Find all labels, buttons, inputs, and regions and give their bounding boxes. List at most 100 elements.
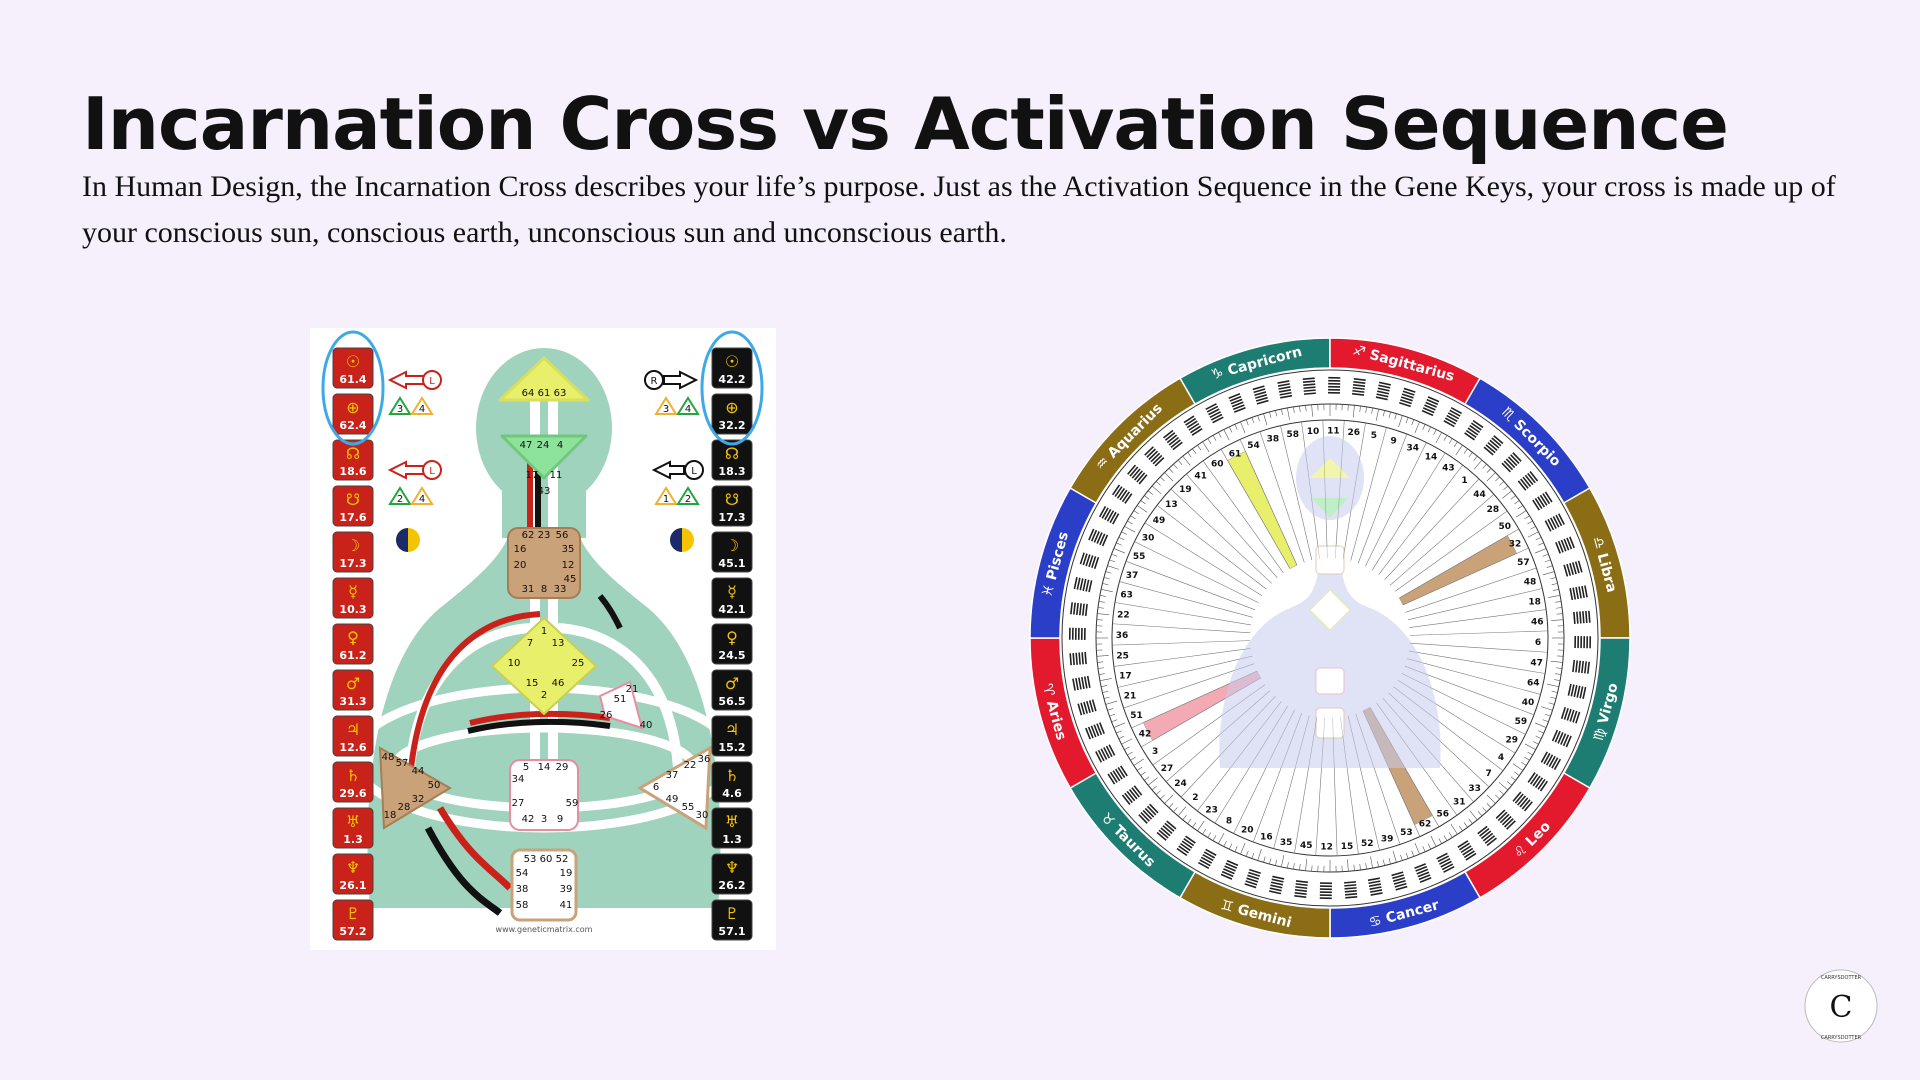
wheel-gate-number: 63 bbox=[1120, 591, 1133, 601]
logo-ring-text: CARRYSDOTTER bbox=[1821, 1035, 1862, 1041]
gate-label: 62 bbox=[522, 530, 535, 541]
variable-letter: R bbox=[651, 376, 658, 387]
page-subtitle: In Human Design, the Incarnation Cross d… bbox=[82, 164, 1842, 256]
gate-label: 54 bbox=[516, 868, 529, 879]
design-planet-box: ♃12.6 bbox=[333, 716, 373, 756]
gate-label: 41 bbox=[560, 900, 573, 911]
moon-icon bbox=[396, 528, 420, 552]
personality-planet-box: ♀24.5 bbox=[712, 624, 752, 664]
gate-label: 47 bbox=[520, 440, 533, 451]
variable-letter: L bbox=[691, 466, 697, 477]
gate-label: 50 bbox=[428, 780, 441, 791]
wheel-gate-number: 2 bbox=[1192, 793, 1198, 803]
planet-value: 42.1 bbox=[718, 603, 745, 616]
gate-label: 61 bbox=[538, 388, 551, 399]
wheel-gate-number: 42 bbox=[1139, 730, 1152, 740]
personality-planet-box: ☉42.2 bbox=[712, 348, 752, 388]
planet-symbol: ♂ bbox=[725, 674, 739, 693]
variable-number: 2 bbox=[397, 494, 403, 505]
gate-label: 6 bbox=[653, 782, 659, 793]
wheel-gate-number: 52 bbox=[1361, 839, 1374, 849]
wheel-gate-number: 10 bbox=[1307, 427, 1320, 437]
wheel-gate-number: 21 bbox=[1124, 692, 1137, 702]
gate-label: 51 bbox=[614, 694, 627, 705]
planet-value: 4.6 bbox=[722, 787, 742, 800]
gate-label: 15 bbox=[526, 678, 539, 689]
gate-label: 1 bbox=[541, 626, 547, 637]
gate-label: 2 bbox=[541, 690, 547, 701]
gate-label: 38 bbox=[516, 884, 529, 895]
personality-planet-box: ☊18.3 bbox=[712, 440, 752, 480]
bodygraph-chart: 64 61 63 47 24 4 17 11 43 62 23 56 16 35… bbox=[310, 328, 776, 950]
variable-number: 4 bbox=[419, 404, 425, 415]
planet-value: 18.3 bbox=[718, 465, 745, 478]
planet-symbol: ☽ bbox=[725, 536, 739, 555]
planet-value: 45.1 bbox=[718, 557, 745, 570]
planet-symbol: ♄ bbox=[346, 766, 360, 785]
planet-value: 26.1 bbox=[339, 879, 366, 892]
wheel-gate-number: 6 bbox=[1535, 638, 1541, 648]
variable-number: 3 bbox=[663, 404, 669, 415]
gate-label: 39 bbox=[560, 884, 573, 895]
wheel-gate-number: 51 bbox=[1130, 711, 1143, 721]
wheel-gate-number: 5 bbox=[1371, 431, 1377, 441]
wheel-gate-number: 60 bbox=[1211, 460, 1224, 470]
wheel-gate-number: 27 bbox=[1161, 764, 1174, 774]
wheel-gate-number: 15 bbox=[1341, 842, 1354, 852]
wheel-gate-number: 16 bbox=[1260, 833, 1273, 843]
gate-label: 26 bbox=[600, 710, 613, 721]
design-planet-box: ☿10.3 bbox=[333, 578, 373, 618]
wheel-gate-number: 49 bbox=[1153, 516, 1166, 526]
wheel-gate-number: 35 bbox=[1280, 838, 1293, 848]
wheel-gate-number: 44 bbox=[1473, 490, 1486, 500]
planet-symbol: ☋ bbox=[346, 490, 360, 509]
design-planet-box: ☽17.3 bbox=[333, 532, 373, 572]
wheel-gate-number: 59 bbox=[1515, 717, 1528, 727]
page-title: Incarnation Cross vs Activation Sequence bbox=[82, 82, 1728, 166]
gate-label: 55 bbox=[682, 802, 695, 813]
gate-label: 63 bbox=[554, 388, 567, 399]
variable-number: 3 bbox=[397, 404, 403, 415]
personality-planet-box: ♂ 56.5 bbox=[712, 670, 752, 710]
wheel-gate-number: 3 bbox=[1152, 747, 1158, 757]
gate-label: 60 bbox=[540, 854, 553, 865]
planet-symbol: ♄ bbox=[725, 766, 739, 785]
planet-symbol: ☉ bbox=[346, 352, 360, 371]
planet-symbol: ♅ bbox=[346, 812, 360, 831]
gate-label: 33 bbox=[554, 584, 567, 595]
gate-label: 24 bbox=[537, 440, 550, 451]
gate-label: 20 bbox=[514, 560, 527, 571]
gate-label: 3 bbox=[541, 814, 547, 825]
gate-label: 16 bbox=[514, 544, 527, 555]
planet-value: 57.2 bbox=[339, 925, 366, 938]
wheel-gate-number: 58 bbox=[1286, 430, 1299, 440]
wheel-gate-number: 43 bbox=[1442, 463, 1455, 473]
planet-value: 31.3 bbox=[339, 695, 366, 708]
moon-icon bbox=[670, 528, 694, 552]
wheel-gate-number: 29 bbox=[1506, 736, 1519, 746]
personality-planet-box: ♅1.3 bbox=[712, 808, 752, 848]
design-planet-box: ♇57.2 bbox=[333, 900, 373, 940]
design-planet-box: ☋17.6 bbox=[333, 486, 373, 526]
planet-value: 61.2 bbox=[339, 649, 366, 662]
gate-label: 12 bbox=[562, 560, 575, 571]
design-planet-box: ☉61.4 bbox=[333, 348, 373, 388]
gate-label: 53 bbox=[524, 854, 537, 865]
design-planet-box: ♀61.2 bbox=[333, 624, 373, 664]
planet-value: 32.2 bbox=[718, 419, 745, 432]
wheel-gate-number: 22 bbox=[1117, 611, 1130, 621]
gate-label: 14 bbox=[538, 762, 551, 773]
wheel-gate-number: 38 bbox=[1267, 434, 1280, 444]
planet-value: 42.2 bbox=[718, 373, 745, 386]
wheel-gate-number: 13 bbox=[1165, 500, 1178, 510]
personality-planet-box: ⊕32.2 bbox=[712, 394, 752, 434]
gate-label: 64 bbox=[522, 388, 535, 399]
planet-value: 62.4 bbox=[339, 419, 366, 432]
planet-symbol: ♇ bbox=[725, 904, 739, 923]
gate-label: 25 bbox=[572, 658, 585, 669]
personality-planet-box: ♃15.2 bbox=[712, 716, 752, 756]
gate-label: 52 bbox=[556, 854, 569, 865]
gate-label: 44 bbox=[412, 766, 425, 777]
planet-value: 56.5 bbox=[718, 695, 745, 708]
logo-letter: C bbox=[1830, 990, 1853, 1025]
